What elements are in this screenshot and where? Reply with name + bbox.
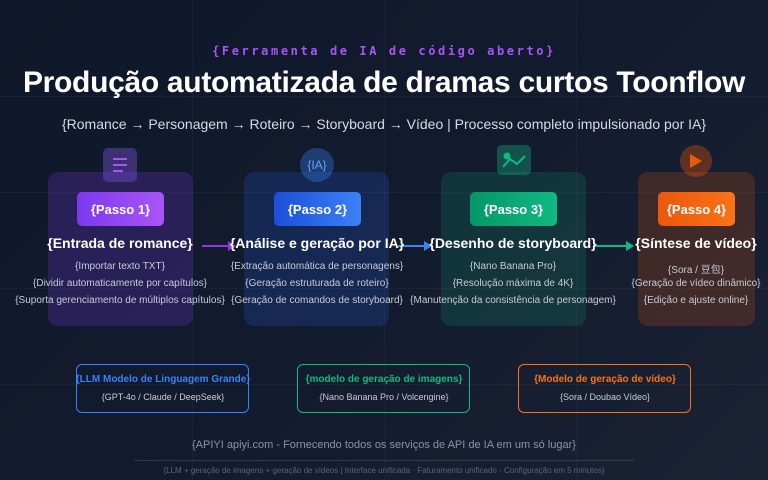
- model-title-llm: {LLM Modelo de Linguagem Grande}: [75, 374, 251, 385]
- step-2-item: {Geração de comandos de storyboard}: [231, 295, 403, 306]
- step-2-item: {Extração automática de personagens}: [230, 261, 404, 272]
- document-icon: [103, 148, 137, 182]
- step-badge-3: {Passo 3}: [470, 192, 557, 226]
- tagline: {Ferramenta de IA de código aberto}: [212, 44, 556, 58]
- grid-line: [192, 0, 193, 480]
- footer-divider: [134, 460, 634, 461]
- step-3-item: {Resolução máxima de 4K}: [452, 278, 574, 289]
- step-badge-4: {Passo 4}: [658, 192, 735, 226]
- grid-line: [0, 192, 768, 193]
- model-subtitle-image: {Nano Banana Pro / Volcengine}: [319, 392, 449, 402]
- arrow-right-icon: [202, 241, 236, 251]
- footer-main: {APIYI apiyi.com - Fornecendo todos os s…: [192, 439, 576, 451]
- step-title-1: {Entrada de romance}: [47, 235, 193, 251]
- model-box-video: [518, 364, 691, 413]
- step-badge-1: {Passo 1}: [77, 192, 164, 226]
- arrow-right-icon: [398, 241, 432, 251]
- step-badge-2: {Passo 2}: [274, 192, 361, 226]
- grid-line: [0, 384, 768, 385]
- step-4-item: {Geração de vídeo dinâmico}: [631, 278, 761, 289]
- step-4-item: {Sora / 豆包}: [667, 265, 725, 276]
- step-3-item: {Manutenção da consistência de personage…: [410, 295, 616, 306]
- step-1-item: {Importar texto TXT}: [75, 261, 165, 272]
- model-box-image: [297, 364, 470, 413]
- ai-icon: {IA}: [300, 148, 334, 182]
- grid-line: [576, 0, 577, 480]
- step-title-2: {Análise e geração por IA}: [229, 235, 405, 251]
- step-3-item: {Nano Banana Pro}: [469, 261, 557, 272]
- step-1-item: {Dividir automaticamente por capítulos}: [33, 278, 207, 289]
- page-subtitle: {Romance → Personagem → Roteiro → Storyb…: [61, 116, 707, 132]
- grid-line: [0, 96, 768, 97]
- footer-sub: {LLM + geração de imagens + geração de v…: [163, 466, 605, 475]
- model-subtitle-video: {Sora / Doubao Vídeo}: [559, 392, 651, 402]
- grid-line: [384, 0, 385, 480]
- page-title: Produção automatizada de dramas curtos T…: [22, 66, 746, 99]
- step-title-3: {Desenho de storyboard}: [429, 235, 597, 251]
- ai-icon-label: {IA}: [307, 158, 327, 172]
- step-4-item: {Edição e ajuste online}: [643, 295, 749, 306]
- step-2-item: {Geração estruturada de roteiro}: [245, 278, 389, 289]
- model-title-image: {modelo de geração de imagens}: [305, 374, 463, 385]
- play-icon: [680, 145, 712, 177]
- model-title-video: {Modelo de geração de vídeo}: [534, 374, 676, 385]
- model-subtitle-llm: {GPT-4o / Claude / DeepSeek}: [101, 392, 225, 402]
- step-1-item: {Suporta gerenciamento de múltiplos capí…: [15, 295, 225, 306]
- model-box-llm: [76, 364, 249, 413]
- step-title-4: {Síntese de vídeo}: [635, 235, 757, 251]
- arrow-right-icon: [595, 241, 634, 251]
- grid-line: [0, 288, 768, 289]
- image-chart-icon: [497, 145, 531, 175]
